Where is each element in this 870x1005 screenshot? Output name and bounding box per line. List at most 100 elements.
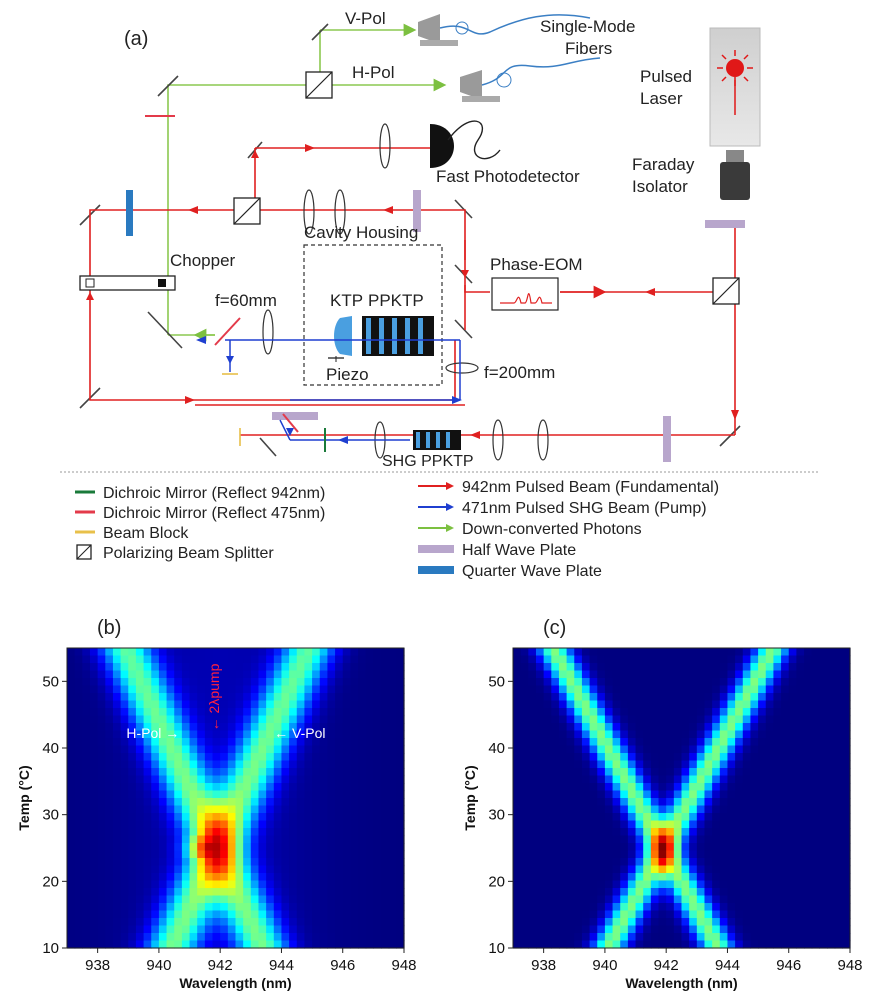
heatmap-cell [620, 805, 629, 814]
heatmap-cell [528, 753, 537, 762]
heatmap-cell [620, 873, 629, 882]
heatmap-cell [319, 925, 329, 934]
heatmap-cell [174, 918, 183, 927]
heatmap-cell [67, 768, 76, 777]
heatmap-cell [842, 700, 851, 709]
heatmap-cell [319, 903, 329, 912]
heatmap-cell [135, 715, 145, 724]
heatmap-cell [681, 730, 690, 739]
heatmap-cell [727, 880, 736, 889]
heatmap-cell [342, 888, 351, 897]
heatmap-cell [135, 805, 145, 814]
heatmap-cell [750, 715, 759, 724]
heatmap-cell [604, 843, 614, 852]
heatmap-cell [597, 895, 606, 904]
heatmap-cell [551, 865, 560, 874]
heatmap-cell [266, 708, 275, 717]
heatmap-cell [765, 768, 775, 777]
heatmap-cell [342, 798, 351, 807]
heatmap-cell [243, 790, 252, 799]
heatmap-cell [89, 798, 99, 807]
heatmap-cell [281, 655, 290, 664]
heatmap-cell [243, 813, 252, 822]
heatmap-cell [227, 685, 237, 694]
heatmap-cell [212, 910, 221, 919]
heatmap-cell [89, 858, 99, 867]
heatmap-cell [727, 918, 736, 927]
heatmap-cell [643, 693, 652, 702]
heatmap-cell [151, 753, 160, 762]
heatmap-cell [67, 678, 76, 687]
annotation: ← 2λpump [206, 663, 222, 731]
heatmap-cell [604, 700, 614, 709]
legend-swatch [418, 545, 454, 553]
heatmap-cell [327, 903, 336, 912]
heatmap-cell [735, 835, 744, 844]
heatmap-cell [304, 858, 313, 867]
heatmap-cell [281, 925, 290, 934]
heatmap-cell [551, 828, 560, 837]
heatmap-cell [381, 918, 390, 927]
heatmap-cell [681, 798, 690, 807]
heatmap-cell [319, 865, 329, 874]
heatmap-cell [74, 940, 83, 949]
heatmap-cell [773, 835, 782, 844]
heatmap-cell [696, 723, 706, 732]
heatmap-cell [750, 918, 759, 927]
heatmap-cell [635, 768, 644, 777]
heatmap-cell [735, 685, 744, 694]
heatmap-cell [319, 775, 329, 784]
heatmap-cell [250, 655, 260, 664]
x-tick-label: 942 [208, 957, 233, 974]
heatmap-cell [811, 918, 820, 927]
heatmap-cell [589, 783, 598, 792]
heatmap-cell [827, 663, 836, 672]
heatmap-cell [143, 843, 152, 852]
heatmap-cell [620, 940, 629, 949]
heatmap-cell [735, 940, 744, 949]
heatmap-cell [834, 670, 843, 679]
heatmap-cell [319, 828, 329, 837]
plot-frame [66, 647, 405, 949]
heatmap-cell [612, 843, 621, 852]
heatmap-cell [281, 700, 290, 709]
polarizing-beam-splitter-main [233, 197, 740, 305]
heatmap-cell [804, 850, 813, 859]
heatmap-cell [681, 895, 690, 904]
heatmap-cell [243, 888, 252, 897]
heatmap-cell [528, 820, 537, 829]
heatmap-cell [166, 685, 175, 694]
heatmap-cell [620, 730, 629, 739]
heatmap-cell [635, 858, 644, 867]
heatmap-cell [543, 753, 552, 762]
heatmap-cell [513, 648, 522, 657]
heatmap-cell [750, 723, 759, 732]
heatmap-cell [212, 648, 221, 657]
heatmap-cell [128, 768, 137, 777]
heatmap-cell [388, 760, 397, 769]
heatmap-cell [696, 888, 706, 897]
heatmap-cell [350, 648, 359, 657]
heatmap-cell [388, 858, 397, 867]
heatmap-cell [273, 805, 283, 814]
heatmap-cell [604, 678, 614, 687]
heatmap-cell [273, 925, 283, 934]
heatmap-cell [666, 828, 675, 837]
heatmap-cell [135, 760, 145, 769]
heatmap-cell [204, 760, 214, 769]
heatmap-cell [735, 745, 744, 754]
heatmap-cell [120, 858, 129, 867]
heatmap-cell [82, 828, 91, 837]
heatmap-cell [811, 895, 820, 904]
heatmap-cell [834, 745, 843, 754]
legend-label: Quarter Wave Plate [462, 563, 602, 580]
heatmap-cell [604, 663, 614, 672]
heatmap-cell [528, 775, 537, 784]
heatmap-cell [650, 723, 660, 732]
heatmap-cell [834, 873, 843, 882]
heatmap-cell [227, 858, 237, 867]
heatmap-cell [811, 700, 820, 709]
heatmap-cell [388, 850, 397, 859]
heatmap-cell [396, 828, 405, 837]
heatmap-cell [758, 888, 767, 897]
